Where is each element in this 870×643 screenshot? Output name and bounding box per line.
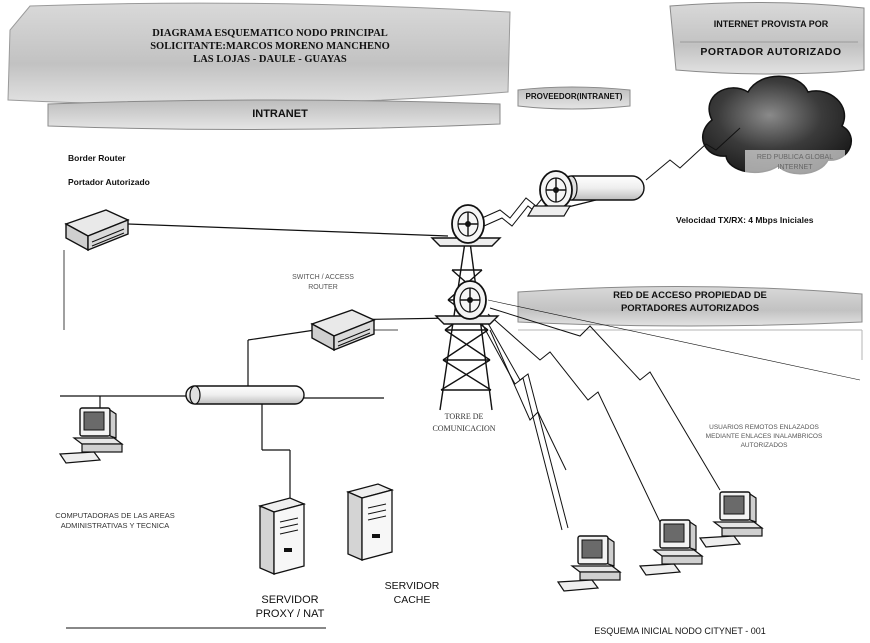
remote-users-line-3: AUTORIZADOS xyxy=(740,442,788,449)
footer-caption: ESQUEMA INICIAL NODO CITYNET - 001 xyxy=(594,626,766,636)
tower-lower-dish-icon xyxy=(453,280,487,320)
internet-banner xyxy=(669,1,865,75)
intranet-label: INTRANET xyxy=(252,108,308,120)
internet-banner-line-2: PORTADOR AUTORIZADO xyxy=(700,46,842,58)
workstation-caption-line-1: COMPUTADORAS DE LAS AREAS xyxy=(55,511,175,520)
internet-banner-line-1: INTERNET PROVISTA POR xyxy=(713,19,829,29)
title-line-2: SOLICITANTE:MARCOS MORENO MANCHENO xyxy=(150,41,390,52)
provider-dish-icon xyxy=(526,170,573,217)
title-line-1: DIAGRAMA ESQUEMATICO NODO PRINCIPAL xyxy=(152,28,388,39)
border-router-label-2: Portador Autorizado xyxy=(68,177,150,187)
velocity-label: Velocidad TX/RX: 4 Mbps Iniciales xyxy=(676,215,814,225)
remote-users-line-2: MEDIANTE ENLACES INALAMBRICOS xyxy=(705,433,823,440)
border-router-label-1: Border Router xyxy=(68,153,126,163)
border-router-icon xyxy=(65,209,129,251)
cache-server-icon xyxy=(347,483,393,561)
provider-bar xyxy=(517,86,631,110)
workstation-icon xyxy=(59,407,123,464)
workstation-caption-line-2: ADMINISTRATIVAS Y TECNICA xyxy=(60,521,170,530)
remote-pc-2-icon xyxy=(639,519,703,576)
access-network-line-1: RED DE ACCESO PROPIEDAD DE xyxy=(613,290,767,301)
remote-pc-3-icon xyxy=(699,491,763,548)
access-switch-icon xyxy=(311,309,375,351)
tower-caption-line-1: TORRE DE xyxy=(444,412,484,421)
remote-pc-1-icon xyxy=(557,535,621,592)
provider-label: PROVEEDOR(INTRANET) xyxy=(525,92,623,101)
tower-caption-line-2: COMUNICACION xyxy=(432,424,496,433)
cache-server-label-1: SERVIDOR xyxy=(384,580,440,592)
intranet-bar xyxy=(47,99,501,131)
cloud-caption-box xyxy=(745,150,845,190)
internet-cloud-icon xyxy=(701,75,853,175)
switch-caption-line-1: SWITCH / ACCESS xyxy=(292,274,354,281)
access-network-line-2: PORTADORES AUTORIZADOS xyxy=(620,303,760,314)
switch-caption-line-2: ROUTER xyxy=(308,284,338,291)
cloud-caption-line-2: INTERNET xyxy=(777,164,813,171)
remote-users-line-1: USUARIOS REMOTOS ENLAZADOS xyxy=(709,424,819,431)
cache-server-label-2: CACHE xyxy=(393,594,431,606)
proxy-server-icon xyxy=(259,497,305,575)
proxy-server-label-2: PROXY / NAT xyxy=(255,608,325,620)
communication-tower xyxy=(430,237,502,411)
backbone-cable xyxy=(185,385,305,405)
cloud-caption-line-1: RED PUBLICA GLOBAL xyxy=(756,154,834,161)
tower-top-dish-icon xyxy=(451,204,485,244)
proxy-server-label-1: SERVIDOR xyxy=(261,594,319,606)
wireless-links xyxy=(479,127,861,531)
title-line-3: LAS LOJAS - DAULE - GUAYAS xyxy=(193,54,347,65)
access-network-panel xyxy=(517,285,863,360)
